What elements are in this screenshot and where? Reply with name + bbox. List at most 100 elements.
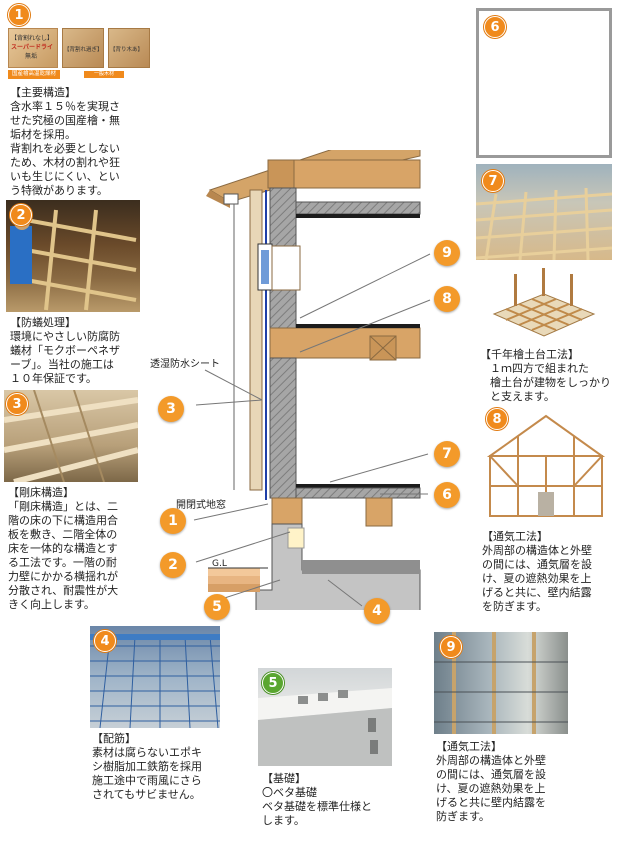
badge-1: 1	[8, 4, 30, 26]
chip3-label: 【背り木あ】	[110, 47, 144, 53]
mid-beam	[269, 327, 421, 359]
photo-termite-treatment	[6, 200, 140, 312]
foundation-slab	[302, 560, 420, 574]
frame-house-graphic	[486, 414, 606, 517]
caption-small-bar: 一般木材	[84, 71, 124, 78]
badge-8: 8	[486, 408, 508, 430]
upper-window-glass	[261, 250, 269, 284]
callout-5[interactable]: 5	[204, 594, 230, 620]
block4-title: 【配筋】	[92, 732, 136, 745]
wood-sample-cracked: 【背り木あ】	[108, 28, 150, 68]
chip1-line3: 無垢	[25, 53, 38, 60]
block1-line-1: せた究極の国産檜・無	[10, 114, 120, 127]
block8-text: 【通気工法】 外周部の構造体と外壁 の間には、通気層を設 け、夏の遮熱効果を上 …	[482, 530, 618, 614]
block3-line-7: きく向上します。	[8, 598, 95, 611]
block5-line-2: します。	[262, 814, 305, 827]
block3-line-2: 板を敷き、二階全体の	[8, 528, 118, 541]
block7-title: 【千年檜土台工法】	[480, 348, 579, 361]
badge-5: 5	[262, 672, 284, 694]
ground-floor-insulation	[295, 487, 421, 499]
badge-6: 6	[484, 16, 506, 38]
block4-line-0: 素材は腐らないエポキ	[92, 746, 202, 759]
block3-line-0: 「剛床構造」とは、二	[8, 500, 118, 513]
photo-sill-grid-graphic	[476, 187, 612, 260]
label-moisture-sheet: 透湿防水シート	[150, 359, 220, 370]
block1-line-3: 背割れを必要としない	[10, 142, 120, 155]
upper-beam-end	[267, 159, 295, 189]
callout-4[interactable]: 4	[364, 598, 390, 624]
foundation-sill-pad	[287, 527, 305, 549]
photo-rigid-floor-graphic	[4, 390, 138, 482]
block4-line-3: されてもサビません。	[92, 788, 201, 801]
block2-line-1: 蟻材「モクボーペネザ	[10, 344, 120, 357]
block2-title: 【防蟻処理】	[10, 316, 76, 329]
badge-9: 9	[440, 636, 462, 658]
caption-orange-bar: 国産檜高温乾燥材	[8, 70, 60, 79]
window-box	[271, 245, 301, 291]
block3-line-6: 分散され、耐震性が大	[8, 584, 119, 597]
block7-line-2: と支えます。	[490, 390, 555, 403]
callout-6[interactable]: 6	[434, 482, 460, 508]
sill-model-graphic	[492, 268, 596, 337]
block3-title: 【剛床構造】	[8, 486, 74, 499]
gutter	[223, 193, 239, 205]
block2-text: 【防蟻処理】 環境にやさしい防腐防 蟻材「モクボーペネザ ーブ」。当社の施工は …	[10, 316, 160, 386]
floor-plywood	[296, 324, 420, 328]
block8-line-0: 外周部の構造体と外壁	[482, 544, 592, 557]
photo-foundation	[258, 668, 392, 766]
block1-line-6: う特徴があります。	[10, 184, 108, 197]
block3-line-5: 力壁にかかる横揺れが	[8, 570, 118, 583]
sill-beam	[271, 497, 303, 525]
label-gl: G.L	[212, 559, 227, 569]
block5-text: 【基礎】 〇ベタ基礎 ベタ基礎を標準仕様と します。	[262, 772, 402, 828]
callout-1[interactable]: 1	[160, 508, 186, 534]
wood-sample-superdry: 【背割れなし】 スーパードライ 無垢	[8, 28, 58, 68]
badge-3: 3	[6, 393, 28, 415]
block8-line-2: け、夏の遮熱効果を上	[482, 572, 592, 585]
ground-floor-board	[296, 484, 420, 488]
upper-floor-insulation	[295, 201, 421, 215]
block2-line-2: ーブ」。当社の施工は	[10, 358, 114, 371]
block3-text: 【剛床構造】 「剛床構造」とは、二 階の床の下に構造用合 板を敷き、二階全体の …	[8, 486, 158, 612]
upper-beam	[269, 159, 421, 189]
block9-title: 【通気工法】	[436, 740, 502, 753]
block2-line-0: 環境にやさしい防腐防	[10, 330, 120, 343]
block5-title: 【基礎】	[262, 772, 306, 785]
wood-sample-split: 【背割れ過ぎ】	[62, 28, 104, 68]
callout-8[interactable]: 8	[434, 286, 460, 312]
block4-line-2: 施工途中で雨風にさら	[92, 774, 202, 787]
upper-floor-board	[296, 214, 420, 218]
insulation-lower	[269, 357, 297, 499]
block9-line-1: の間には、通気層を設	[436, 768, 546, 781]
chip2-label: 【背割れ過ぎ】	[64, 47, 103, 53]
block3-line-3: 床を一体的な構造とす	[8, 542, 118, 555]
block8-title: 【通気工法】	[482, 530, 548, 543]
block8-line-3: げると共に、壁内結露	[482, 586, 592, 599]
illustration-sill-model	[484, 264, 602, 344]
block4-line-1: シ樹脂加工鉄筋を採用	[92, 760, 202, 773]
block7-text: 【千年檜土台工法】 １ｍ四方で組まれた 檜土台が建物をしっかり と支えます。	[480, 348, 620, 404]
floor-joist	[365, 497, 393, 527]
block7-line-0: １ｍ四方で組まれた	[490, 362, 589, 375]
block8-line-1: の間には、通気層を設	[482, 558, 592, 571]
block4-text: 【配筋】 素材は腐らないエポキ シ樹脂加工鉄筋を採用 施工途中で雨風にさら され…	[92, 732, 242, 802]
callout-2[interactable]: 2	[160, 552, 186, 578]
chip1-line2: スーパードライ	[11, 44, 53, 51]
exterior-cladding	[249, 189, 263, 491]
callout-9[interactable]: 9	[434, 240, 460, 266]
badge-2: 2	[10, 204, 32, 226]
badge-7: 7	[482, 170, 504, 192]
block9-line-3: げると共に壁内結露を	[436, 796, 546, 809]
block3-line-4: る工法です。一階の耐	[8, 556, 117, 569]
callout-3[interactable]: 3	[158, 396, 184, 422]
block9-line-4: 防ぎます。	[436, 810, 490, 823]
callout-7[interactable]: 7	[434, 441, 460, 467]
illustration-frame-house	[480, 406, 612, 522]
ground-layer-2	[208, 576, 260, 584]
ground-layer-3	[208, 584, 260, 592]
block9-text: 【通気工法】 外周部の構造体と外壁 の間には、通気層を設 け、夏の遮熱効果を上 …	[436, 740, 586, 824]
block1-title: 【主要構造】	[10, 86, 76, 99]
block1-line-0: 含水率１５％を実現さ	[10, 100, 120, 113]
chip1-line1: 【背割れなし】	[11, 35, 54, 42]
block1-line-5: いも生じにくい、とい	[10, 170, 120, 183]
